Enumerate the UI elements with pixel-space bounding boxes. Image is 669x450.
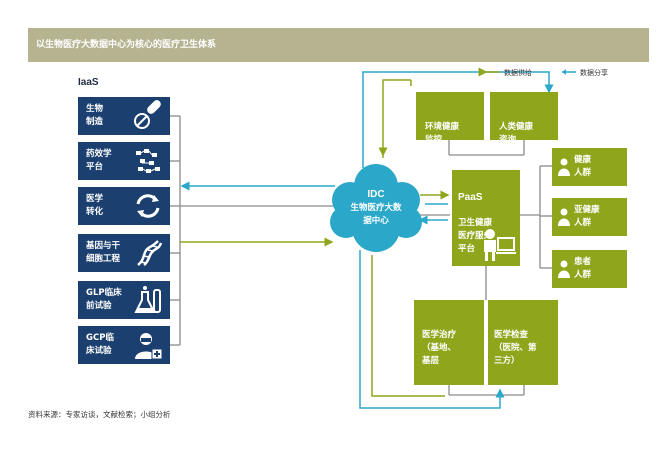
iaas-item-pharmacodynamics: 药效学 平台: [78, 142, 170, 180]
idc-label: 生物医疗大数 据中心: [350, 203, 402, 226]
people-subhealthy-label: 亚健康 人群: [574, 205, 600, 228]
people-healthy-label: 健康 人群: [574, 155, 592, 178]
paas-box: PaaS 卫生健康 医疗服务 平台: [452, 170, 520, 266]
iaas-item-label: 生物 制造: [86, 104, 104, 127]
treatment-label: 医学治疗 （基地、 基层: [422, 330, 457, 366]
iaas-item-medical-translation: 医学 转化: [78, 187, 170, 225]
iaas-title: IaaS: [78, 77, 99, 88]
source-note: 资料来源：专家访谈，文献检索；小组分析: [28, 410, 171, 419]
doctor-icon: [135, 333, 163, 360]
legend-share: 数据分享: [580, 69, 608, 77]
iaas-item-label: GLP临床 前试验: [86, 288, 122, 311]
person-icon: [558, 208, 570, 226]
exam-label: 医学检查 （医院、第 三方）: [494, 330, 537, 366]
env-health-box: 环境健康 监控: [416, 92, 484, 145]
people-subhealthy-box: 亚健康 人群: [552, 198, 627, 236]
iaas-item-gene-stem-cell: 基因与干 细胞工程: [78, 234, 170, 272]
human-health-label: 人类健康 咨询: [499, 122, 534, 145]
iaas-item-label: 医学 转化: [86, 194, 104, 217]
idc-cloud: [330, 164, 422, 252]
pill-capsule-icon: [134, 100, 161, 129]
dna-icon: [137, 240, 163, 267]
iaas-item-label: 基因与干 细胞工程: [86, 241, 121, 264]
iaas-item-label: GCP临 床试验: [86, 333, 114, 356]
people-healthy-box: 健康 人群: [552, 148, 627, 186]
exam-box: 医学检查 （医院、第 三方）: [488, 300, 558, 385]
human-health-box: 人类健康 咨询: [490, 92, 558, 145]
env-health-label: 环境健康 监控: [425, 122, 460, 145]
treatment-box: 医学治疗 （基地、 基层: [414, 300, 484, 385]
flask-icon: [134, 286, 161, 313]
iaas-item-bio-manufacturing: 生物 制造: [78, 97, 170, 135]
paas-label: 卫生健康 医疗服务 平台: [458, 218, 493, 254]
people-patients-box: 患者 人群: [552, 250, 627, 288]
paas-title: PaaS: [458, 192, 483, 203]
idc-title: IDC: [367, 189, 385, 200]
person-icon: [558, 260, 570, 278]
legend-supply: 数据供给: [504, 69, 532, 77]
iaas-item-label: 药效学 平台: [86, 149, 112, 172]
iaas-item-glp-preclinical: GLP临床 前试验: [78, 281, 170, 319]
idc-text: IDC 生物医疗大数 据中心: [332, 188, 420, 228]
refresh-arrows-icon: [136, 194, 160, 218]
computer-user-icon: [484, 229, 516, 261]
iaas-item-gcp-clinical: GCP临 床试验: [78, 326, 170, 364]
network-chart-icon: [136, 149, 160, 173]
header-banner: 以生物医疗大数据中心为核心的医疗卫生体系: [28, 28, 649, 62]
person-icon: [558, 158, 570, 176]
header-title: 以生物医疗大数据中心为核心的医疗卫生体系: [36, 40, 217, 50]
people-patients-label: 患者 人群: [574, 257, 592, 280]
